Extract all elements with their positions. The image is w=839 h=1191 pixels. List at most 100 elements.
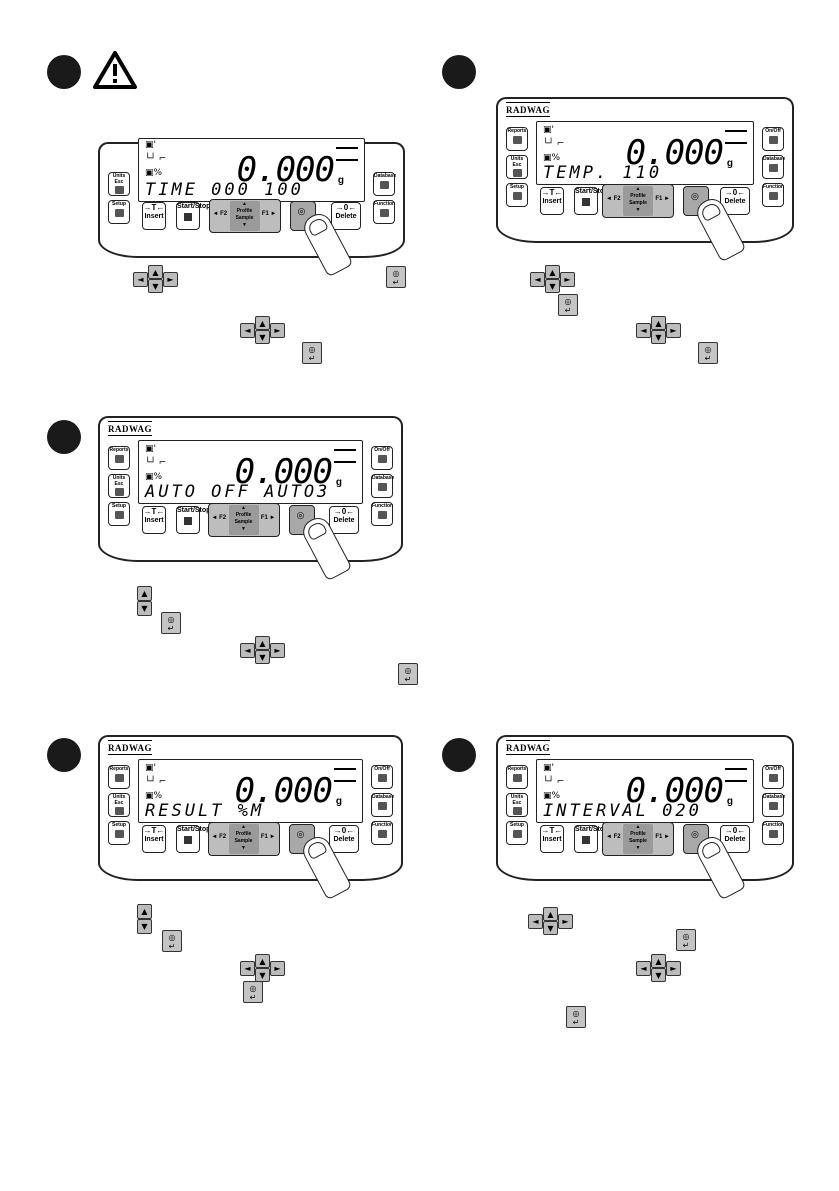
function-button[interactable]: Function [762,821,784,845]
reports-button[interactable]: Reports [506,765,528,789]
f2-key[interactable]: ◄ F2 [606,196,621,202]
database-button[interactable]: Database [371,474,394,498]
down-arrow-key[interactable]: ▼ [545,279,560,293]
enter-key-4b[interactable]: ◎↵ [243,981,263,1003]
up-arrow-key[interactable]: ▲ [255,636,270,650]
database-button[interactable]: Database [371,793,394,817]
start-stop-button[interactable]: Start/Stop [176,825,210,853]
right-arrow-key[interactable]: ► [666,961,681,976]
database-button[interactable]: Database [762,793,785,817]
setup-button[interactable]: Setup [506,821,528,845]
on-off-button[interactable]: On/Off [371,765,393,789]
f1-key[interactable]: F1 ► [261,211,277,217]
left-arrow-key[interactable]: ◄ [133,272,148,287]
start-stop-button[interactable]: Start/Stop [176,202,210,230]
up-arrow-key[interactable]: ▲ [651,954,666,968]
start-stop-button[interactable]: Start/Stop [176,506,210,534]
tare-insert-button[interactable]: →T←Insert [142,202,166,230]
right-arrow-key[interactable]: ► [270,643,285,658]
reports-button[interactable]: Reports [506,127,528,151]
tare-insert-button[interactable]: →T←Insert [142,506,166,534]
on-off-button[interactable]: On/Off [371,446,393,470]
f2-key[interactable]: ◄ F2 [211,834,227,840]
setup-button[interactable]: Setup [108,200,130,224]
zero-delete-button[interactable]: →0←Delete [720,187,750,215]
units-esc-button[interactable]: Units Esc [108,793,130,817]
enter-key-5a[interactable]: ◎↵ [676,929,696,951]
database-button[interactable]: Database [762,155,785,179]
up-arrow-key[interactable]: ▲ [137,904,152,919]
right-arrow-key[interactable]: ► [666,323,681,338]
up-arrow-key[interactable]: ▲ [137,586,152,601]
f1-key[interactable]: F1 ► [260,834,276,840]
down-arrow-key[interactable]: ▼ [255,968,270,982]
left-arrow-key[interactable]: ◄ [636,323,651,338]
on-off-button[interactable]: On/Off [762,765,784,789]
zero-delete-button[interactable]: →0←Delete [331,202,361,230]
enter-key-1a[interactable]: ◎↵ [386,266,406,288]
setup-button[interactable]: Setup [108,502,130,526]
right-arrow-key[interactable]: ► [270,961,285,976]
on-off-button[interactable]: On/Off [762,127,784,151]
f1-key[interactable]: F1 ► [260,515,276,521]
function-button[interactable]: Function [371,502,393,526]
setup-button[interactable]: Setup [506,183,528,207]
left-arrow-key[interactable]: ◄ [240,961,255,976]
left-arrow-key[interactable]: ◄ [240,643,255,658]
function-button[interactable]: Function [371,821,393,845]
units-esc-button[interactable]: Units Esc [506,793,528,817]
up-arrow-key[interactable]: ▲ [651,316,666,330]
up-arrow-key[interactable]: ▲ [255,954,270,968]
units-esc-button[interactable]: Units Esc [108,474,130,498]
tare-insert-button[interactable]: →T←Insert [142,825,166,853]
down-arrow-key[interactable]: ▼ [137,919,152,934]
reports-button[interactable]: Reports [108,765,130,789]
up-arrow-key[interactable]: ▲ [148,265,163,279]
down-arrow-key[interactable]: ▼ [137,601,152,616]
f2-key[interactable]: ◄ F2 [212,211,228,217]
tare-insert-button[interactable]: →T←Insert [540,187,564,215]
up-arrow-key[interactable]: ▲ [255,316,270,330]
f1-key[interactable]: F1 ► [655,834,670,840]
down-arrow-key[interactable]: ▼ [255,650,270,664]
zero-delete-button[interactable]: →0←Delete [329,825,359,853]
enter-key-2b[interactable]: ◎↵ [698,342,718,364]
enter-key-2a[interactable]: ◎↵ [558,294,578,316]
start-stop-button[interactable]: Start/Stop [574,825,608,853]
right-arrow-key[interactable]: ► [163,272,178,287]
left-arrow-key[interactable]: ◄ [636,961,651,976]
left-arrow-key[interactable]: ◄ [528,914,543,929]
setup-button[interactable]: Setup [108,821,130,845]
f1-key[interactable]: F1 ► [655,196,670,202]
units-esc-button[interactable]: Units Esc [108,172,130,196]
down-arrow-key[interactable]: ▼ [255,330,270,344]
down-arrow-key[interactable]: ▼ [543,921,558,935]
up-arrow-key[interactable]: ▲ [543,907,558,921]
units-esc-button[interactable]: Units Esc [506,155,528,179]
start-stop-button[interactable]: Start/Stop [574,187,608,215]
left-arrow-key[interactable]: ◄ [530,272,545,287]
f2-key[interactable]: ◄ F2 [211,515,227,521]
tare-insert-button[interactable]: →T←Insert [540,825,564,853]
up-arrow-key[interactable]: ▲ [545,265,560,279]
zero-delete-button[interactable]: →0←Delete [329,506,359,534]
enter-key-4a[interactable]: ◎↵ [162,930,182,952]
enter-key-5b[interactable]: ◎↵ [566,1006,586,1028]
left-arrow-key[interactable]: ◄ [240,323,255,338]
down-arrow-key[interactable]: ▼ [148,279,163,293]
down-arrow-key[interactable]: ▼ [651,968,666,982]
function-button[interactable]: Function [373,200,395,224]
enter-key-3a[interactable]: ◎↵ [161,612,181,634]
right-arrow-key[interactable]: ► [558,914,573,929]
right-arrow-key[interactable]: ► [560,272,575,287]
enter-key-1b[interactable]: ◎↵ [302,342,322,364]
